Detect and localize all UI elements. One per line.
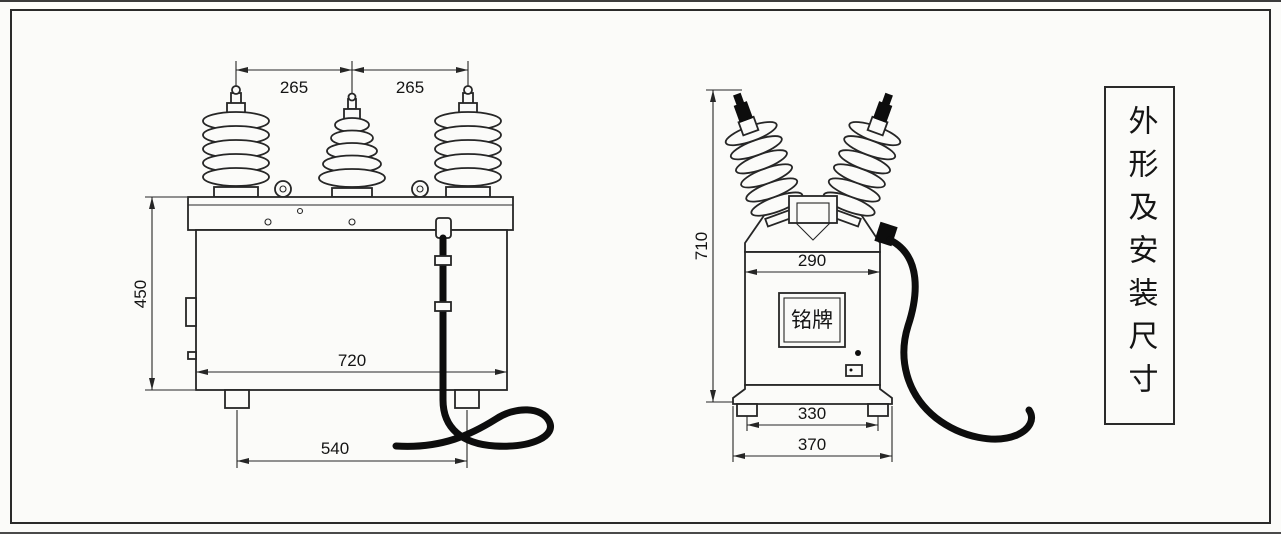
drawing-border-frame (10, 9, 1271, 524)
drain-dot (855, 350, 861, 356)
sheet-top-edge (0, 0, 1281, 2)
cable-clamp (434, 301, 452, 312)
mounting-foot (867, 403, 889, 417)
lifting-lug (411, 180, 429, 198)
bolt (296, 207, 304, 215)
mounting-foot (454, 389, 480, 409)
nameplate-label: 铭牌 (791, 309, 833, 332)
side-dim-height-label: 710 (692, 232, 711, 260)
cable-clamp (434, 255, 452, 266)
side-cable (886, 236, 1035, 443)
front-cable (392, 234, 554, 450)
mounting-foot (736, 403, 758, 417)
side-bracket (185, 297, 197, 327)
base-skirt (732, 384, 893, 405)
bolt (348, 218, 356, 226)
bushing-middle (318, 92, 386, 198)
side-tab (187, 351, 197, 360)
side-dim-base-label: 370 (798, 435, 826, 454)
side-view: 710 290 铭牌 (692, 84, 1035, 462)
lifting-lug (274, 180, 292, 198)
tank-body (195, 229, 508, 391)
side-dim-width-label: 290 (798, 251, 826, 270)
cover-notch (795, 222, 831, 241)
bushing-right (434, 85, 502, 198)
front-dim-bushing-right-label: 265 (396, 78, 424, 97)
side-dim-feet-label: 330 (798, 404, 826, 423)
terminal-box (845, 364, 863, 377)
bolt (264, 218, 272, 226)
cover-handle (788, 195, 838, 224)
front-dim-width-label: 720 (338, 351, 366, 370)
front-dim-feet-label: 540 (321, 439, 349, 458)
sheet-bottom-edge (0, 532, 1281, 534)
front-dim-height-label: 450 (131, 280, 150, 308)
nameplate (778, 292, 846, 348)
title-panel: 外形及安装尺寸 (1104, 86, 1175, 425)
front-view: 265 265 450 (131, 61, 554, 468)
front-dim-bushing-left-label: 265 (280, 78, 308, 97)
bushing-left (202, 85, 270, 198)
mounting-foot (224, 389, 250, 409)
title-text: 外形及安装尺寸 (1123, 105, 1157, 406)
